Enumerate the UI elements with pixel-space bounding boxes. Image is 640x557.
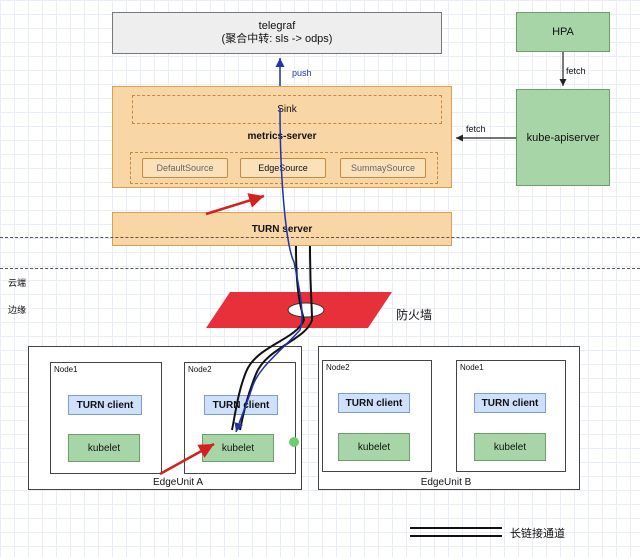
request-path-arrow — [234, 107, 303, 433]
connection-dot — [289, 437, 299, 447]
kubelet-highlight-arrow — [159, 442, 215, 476]
edge-unit-b-node1-turn-client[interactable]: TURN client — [474, 393, 546, 413]
sources-group — [130, 152, 438, 184]
edgesource-highlight-arrow — [205, 193, 265, 216]
edge-unit-a-node1-label: Node1 — [54, 365, 78, 374]
sink-box[interactable]: Sink — [132, 95, 442, 124]
telegraf-title: telegraf — [258, 20, 296, 32]
edge-unit-a-node2-label: Node2 — [188, 365, 212, 374]
edge-unit-a-node1-turn-client[interactable]: TURN client — [68, 395, 142, 415]
firewall-hole — [287, 302, 325, 318]
metrics-server-title: metrics-server — [247, 130, 317, 142]
edge-unit-b-node2-kubelet[interactable]: kubelet — [338, 433, 410, 461]
kube-apiserver-box[interactable]: kube-apiserver — [516, 89, 610, 186]
edge-unit-b-node2-label: Node2 — [326, 363, 350, 372]
edge-unit-a-node1-kubelet[interactable]: kubelet — [68, 434, 140, 462]
default-source-box[interactable]: DefaultSource — [142, 158, 228, 178]
summay-source-box[interactable]: SummaySource — [340, 158, 426, 178]
tunnel-line-right — [239, 245, 314, 431]
edge-unit-b-node1-kubelet[interactable]: kubelet — [474, 433, 546, 461]
hpa-fetch-label: fetch — [566, 66, 586, 76]
firewall-label: 防火墙 — [396, 308, 433, 322]
edge-source-box[interactable]: EdgeSource — [240, 158, 326, 178]
edge-unit-b-node1-label: Node1 — [460, 363, 484, 372]
edge-unit-b-label: EdgeUnit B — [420, 476, 472, 488]
cloud-zone-label: 云端 — [8, 278, 27, 288]
metrics-fetch-label: fetch — [466, 124, 486, 134]
hpa-box[interactable]: HPA — [516, 12, 610, 52]
edge-zone-label: 边缘 — [8, 305, 27, 315]
cloud-divider-line — [0, 237, 640, 238]
turn-server-box[interactable]: TURN server — [112, 212, 452, 246]
legend-label: 长链接通道 — [510, 528, 565, 540]
edge-unit-a-node2-turn-client[interactable]: TURN client — [204, 395, 278, 415]
telegraf-box[interactable]: telegraf (聚合中转: sls -> odps) — [112, 12, 442, 54]
edge-unit-a-node2-kubelet[interactable]: kubelet — [202, 434, 274, 462]
tunnel-line-left — [231, 245, 306, 431]
edge-unit-a-label: EdgeUnit A — [152, 476, 204, 488]
telegraf-subtitle: (聚合中转: sls -> odps) — [221, 33, 333, 45]
edge-unit-b-node2-turn-client[interactable]: TURN client — [338, 393, 410, 413]
push-label: push — [292, 68, 312, 78]
edge-divider-line — [0, 268, 640, 269]
